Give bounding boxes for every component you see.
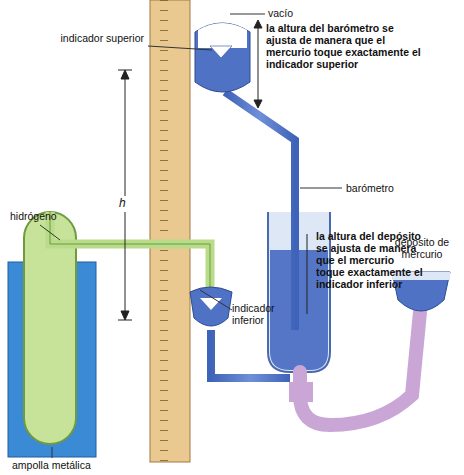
part-label: depósito de mercurio — [384, 236, 460, 260]
part-label: barómetro — [346, 182, 426, 194]
ruler — [150, 0, 190, 462]
height-arrow — [118, 70, 132, 320]
leader — [52, 447, 53, 458]
hose-joint — [289, 382, 313, 402]
leader — [300, 188, 342, 189]
barometer-tube — [225, 92, 295, 330]
gas-tube — [50, 212, 210, 290]
lower-indicator-bulb — [190, 287, 232, 326]
rubber-hose — [300, 312, 420, 425]
leader — [40, 225, 60, 240]
gas-label: hidrógeno — [10, 210, 80, 222]
lower-indicator — [200, 298, 222, 310]
indicator-label: indicador superior — [56, 32, 144, 44]
leader — [230, 14, 265, 15]
part-label: ampolla metálica — [12, 459, 132, 471]
height-label: h — [119, 197, 133, 211]
indicator-label: indicador inferior — [232, 302, 302, 326]
vacuum-label: vacío — [268, 7, 328, 19]
ruler-ticks — [150, 0, 190, 462]
note-text: la altura del barómetro se ajusta de man… — [266, 22, 426, 70]
vacuum — [198, 23, 247, 48]
gas-tube-edge — [50, 212, 210, 290]
barometer-bulb — [195, 23, 250, 92]
leader — [148, 46, 212, 50]
leader — [200, 290, 232, 310]
upper-indicator — [210, 46, 232, 58]
